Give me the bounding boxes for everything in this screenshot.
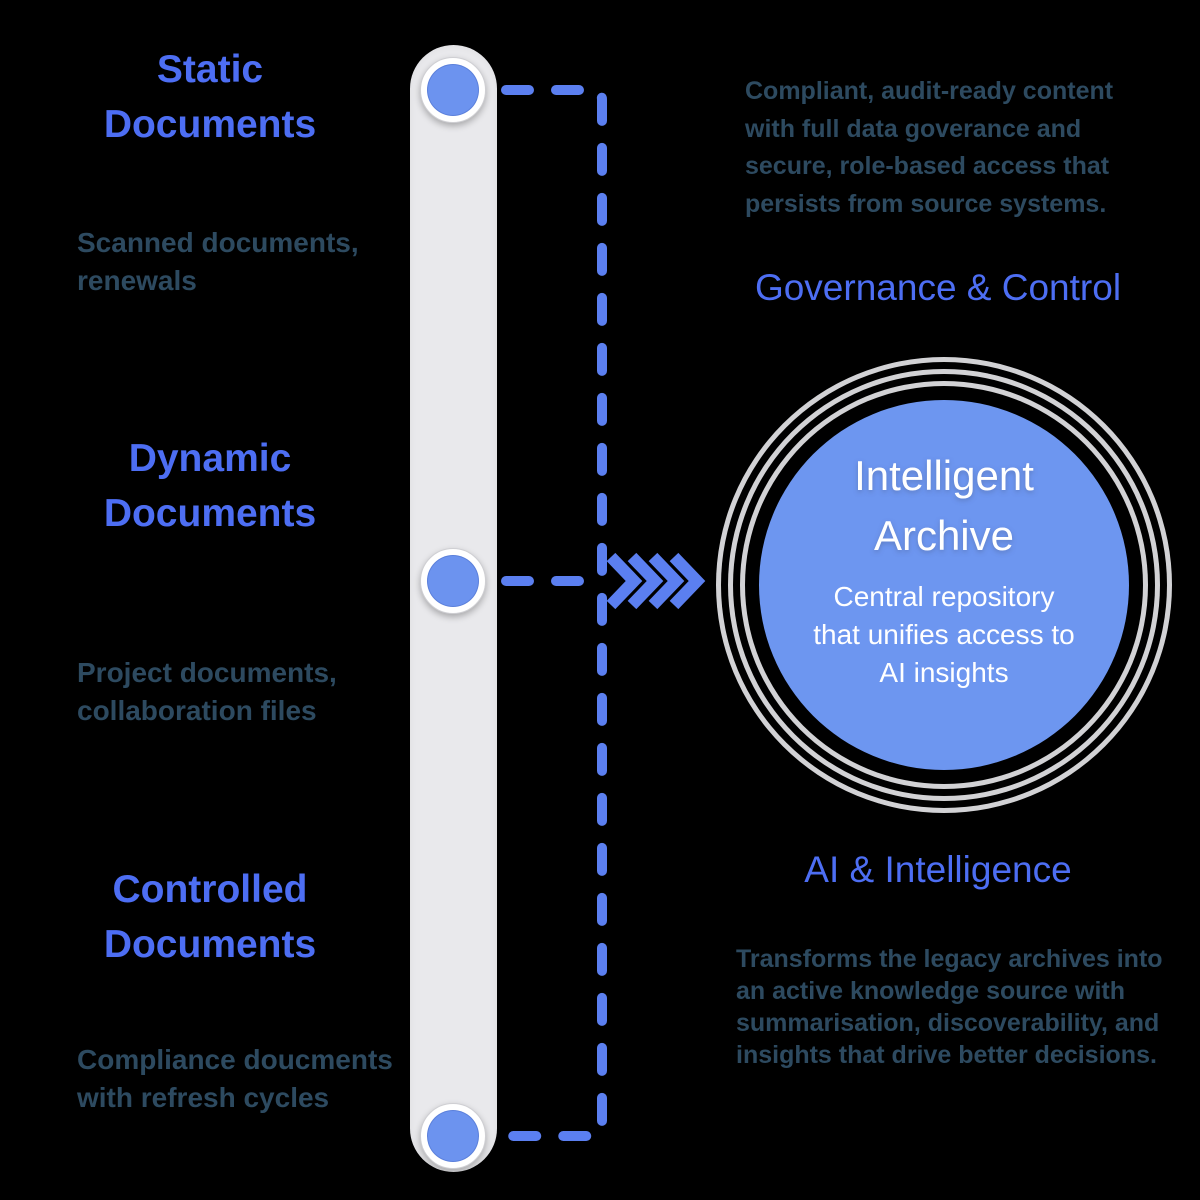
node-dot-icon [427,1110,479,1162]
static-documents-title: Static Documents [103,48,317,146]
chevron-arrow-icon [606,552,706,610]
static-documents-description: Scanned documents, renewals [77,227,359,296]
archive-subtitle: Central repository that unifies access t… [813,581,1075,688]
controlled-documents-title: Controlled Documents [103,868,317,966]
dashed-connector-path [501,85,607,1141]
intelligent-archive-circle: Intelligent Archive Central repository t… [759,400,1129,770]
node-dot-icon [427,64,479,116]
dynamic-documents-title: Dynamic Documents [103,437,317,535]
ai-heading: AI & Intelligence [804,849,1072,890]
timeline-node-static [420,57,486,123]
governance-heading: Governance & Control [754,267,1122,308]
archive-title: Intelligent Archive [854,452,1034,559]
controlled-documents-description: Compliance doucments with refresh cycles [77,1044,393,1113]
dynamic-documents-description: Project documents, collaboration files [77,657,337,726]
governance-paragraph: Compliant, audit-ready content with full… [745,77,1114,218]
node-dot-icon [427,555,479,607]
ai-paragraph: Transforms the legacy archives into an a… [736,945,1163,1069]
timeline-node-dynamic [420,548,486,614]
timeline-node-controlled [420,1103,486,1169]
